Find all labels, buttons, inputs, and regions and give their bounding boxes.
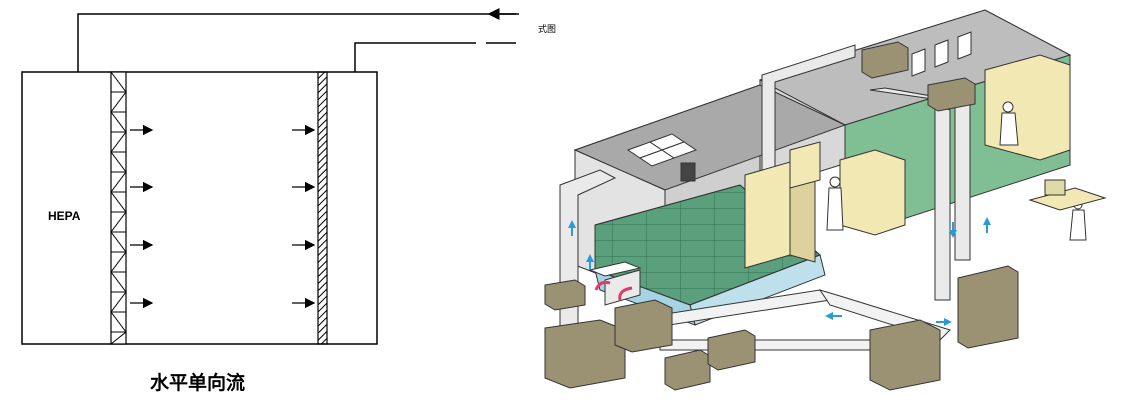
- worker-icon-1: [829, 176, 841, 188]
- diagram-caption: 水平单向流: [150, 372, 246, 394]
- up-arrow-icon: [983, 217, 991, 233]
- return-arrow-icon: [594, 280, 611, 291]
- wall-control-panel: [680, 162, 696, 182]
- airflow-arrows-right: [292, 124, 316, 309]
- equipment-cabinet-2: [789, 141, 821, 189]
- office-workstation: [1028, 179, 1107, 211]
- equipment-bench: [588, 261, 642, 277]
- equipment-cabinet-4: [984, 54, 1071, 161]
- return-arrow-icon: [618, 286, 633, 301]
- ceiling-filter-panels: [626, 133, 698, 167]
- hepa-filter-label: HEPA: [48, 209, 81, 223]
- ahu-box-2: [614, 299, 673, 353]
- equipment-cabinet-1: [744, 161, 791, 269]
- up-arrow-icon: [586, 254, 594, 270]
- cleanroom-illustration: [544, 9, 1107, 391]
- cropped-title-fragment: 式图: [538, 25, 557, 35]
- worker-icon-2: [1002, 101, 1014, 113]
- return-grille: [317, 71, 328, 345]
- red-return-arrows: [594, 280, 633, 301]
- hepa-filter-wall: [110, 71, 127, 345]
- left-arrow-icon: [825, 312, 842, 320]
- ahu-box-9: [927, 77, 976, 112]
- blue-airflow-arrows: [568, 217, 991, 326]
- airflow-arrows-left: [130, 124, 154, 309]
- back-wall-windows: [911, 31, 972, 77]
- return-duct-line: [354, 42, 476, 72]
- ahu-box-3: [544, 279, 586, 311]
- supply-duct-line: [77, 13, 519, 72]
- room-box: [21, 71, 378, 345]
- air-handling-units: [544, 41, 1019, 391]
- up-arrow-icon: [568, 220, 576, 236]
- ahu-box-5: [957, 265, 1019, 349]
- down-arrow-icon: [949, 222, 957, 238]
- left-flow-diagram: [21, 8, 519, 345]
- ahu-box-7: [707, 329, 756, 371]
- equipment-cabinet-3: [839, 149, 906, 236]
- ahu-box-1: [544, 319, 626, 389]
- ahu-box-6: [664, 349, 711, 391]
- ahu-box-8: [861, 41, 909, 79]
- ahu-box-4: [869, 319, 941, 391]
- worker-figures: [826, 101, 1087, 241]
- right-arrow-icon: [936, 318, 952, 326]
